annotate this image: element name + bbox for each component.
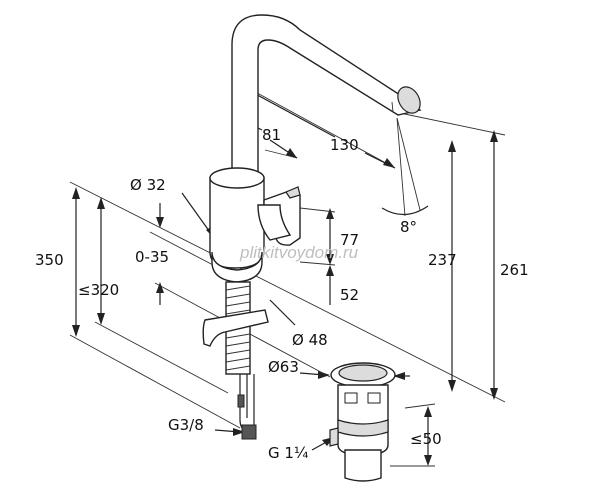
label-total-height: 261 — [500, 261, 529, 279]
pop-up-drain — [329, 362, 396, 482]
label-drain-length: ≤50 — [410, 430, 442, 448]
watermark: plitkitvoydom.ru — [239, 243, 359, 262]
drain-tail — [344, 449, 382, 482]
lever-knob — [257, 204, 292, 241]
label-spout-reach: 130 — [330, 136, 359, 154]
label-height-320: ≤320 — [78, 281, 119, 299]
clamp-plate — [202, 309, 269, 347]
label-swivel-angle: 8° — [400, 218, 417, 236]
label-drain-diameter: Ø63 — [268, 358, 299, 376]
base-ring — [211, 251, 263, 283]
spout-outlet — [397, 86, 421, 114]
vertical-dimensions — [72, 130, 498, 467]
hose-fitting — [241, 424, 257, 440]
label-outlet-height: 237 — [428, 251, 457, 269]
faucet — [202, 14, 422, 440]
label-drain-thread: G 1¼ — [268, 444, 309, 462]
label-body-diameter: Ø 32 — [130, 176, 166, 194]
label-base-height: 52 — [340, 286, 359, 304]
label-base-diameter: Ø 48 — [292, 331, 328, 349]
diagonal-dimensions — [181, 89, 410, 451]
label-lever-height: 77 — [340, 231, 359, 249]
spout — [231, 14, 422, 173]
dimension-labels: 81 130 Ø 32 350 ≤320 0-35 77 52 Ø 48 8° … — [35, 126, 529, 462]
label-spout-offset: 81 — [262, 126, 281, 144]
label-thickness-range: 0-35 — [135, 248, 169, 266]
label-connection-thread: G3/8 — [168, 416, 204, 434]
label-height-350: 350 — [35, 251, 64, 269]
